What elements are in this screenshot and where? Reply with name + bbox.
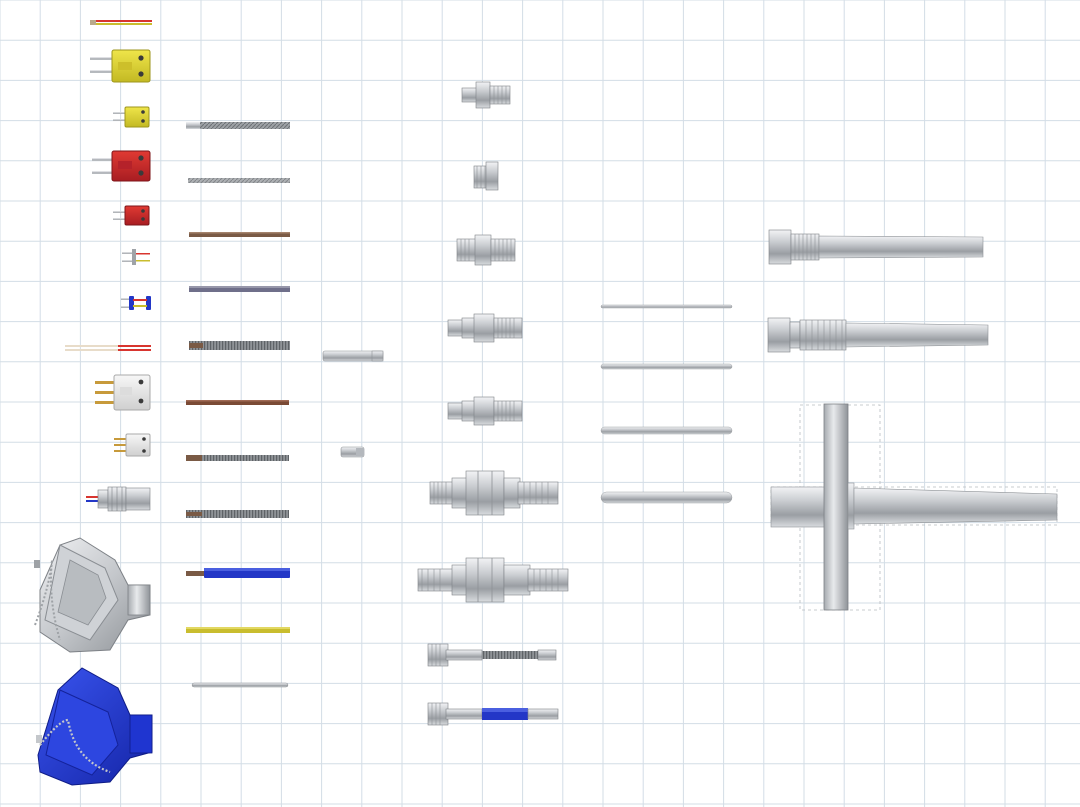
braided-cable-3[interactable] bbox=[186, 510, 289, 518]
hex-nipple-fitting[interactable] bbox=[456, 234, 516, 266]
fiberglass-cable-3[interactable] bbox=[186, 400, 289, 405]
probe-rod-3[interactable] bbox=[600, 426, 733, 435]
union-fitting-1[interactable] bbox=[429, 470, 559, 516]
probe-tip-short[interactable] bbox=[340, 446, 365, 458]
fiberglass-cable-1[interactable] bbox=[189, 232, 290, 237]
armored-cable-2[interactable] bbox=[186, 455, 289, 461]
mini-white-connector[interactable] bbox=[114, 433, 151, 457]
blue-jacket-cable[interactable] bbox=[186, 568, 290, 578]
braided-sheath-cable-1[interactable] bbox=[186, 122, 290, 129]
probe-rod-4[interactable] bbox=[600, 491, 733, 504]
mini-yellow-connector[interactable] bbox=[113, 106, 150, 128]
panel-jack-fitting[interactable] bbox=[86, 486, 151, 512]
probe-rod-1[interactable] bbox=[600, 304, 733, 309]
union-fitting-2[interactable] bbox=[417, 557, 569, 603]
bushing-fitting[interactable] bbox=[473, 161, 499, 191]
flanged-thermowell[interactable] bbox=[770, 403, 1058, 611]
mini-red-connector[interactable] bbox=[113, 205, 150, 226]
standard-white-connector[interactable] bbox=[95, 374, 151, 411]
compression-fitting-2[interactable] bbox=[447, 396, 523, 426]
spring-loaded-fitting[interactable] bbox=[427, 643, 557, 667]
spring-loaded-blue-fitting[interactable] bbox=[427, 702, 559, 726]
mini-wire-pair[interactable] bbox=[65, 345, 151, 351]
compression-fitting-1[interactable] bbox=[447, 313, 523, 343]
blue-connection-head[interactable] bbox=[36, 667, 153, 786]
fiberglass-cable-2[interactable] bbox=[189, 286, 290, 292]
probe-tip-long[interactable] bbox=[322, 350, 384, 362]
threaded-thermowell-2[interactable] bbox=[767, 317, 989, 353]
yellow-jacket-cable[interactable] bbox=[186, 627, 290, 633]
pin-lug-leads[interactable] bbox=[121, 296, 151, 310]
spade-lug-leads[interactable] bbox=[122, 249, 150, 265]
standard-red-connector[interactable] bbox=[92, 150, 151, 182]
braided-sheath-cable-2[interactable] bbox=[188, 178, 290, 183]
threaded-thermowell-1[interactable] bbox=[768, 229, 984, 265]
lead-wire-pair[interactable] bbox=[90, 20, 152, 25]
standard-yellow-connector[interactable] bbox=[90, 49, 151, 83]
hex-fitting-1[interactable] bbox=[461, 81, 511, 109]
probe-sheath[interactable] bbox=[191, 682, 289, 688]
armored-cable[interactable] bbox=[189, 341, 290, 350]
aluminum-connection-head[interactable] bbox=[34, 537, 151, 653]
probe-rod-2[interactable] bbox=[600, 363, 733, 370]
